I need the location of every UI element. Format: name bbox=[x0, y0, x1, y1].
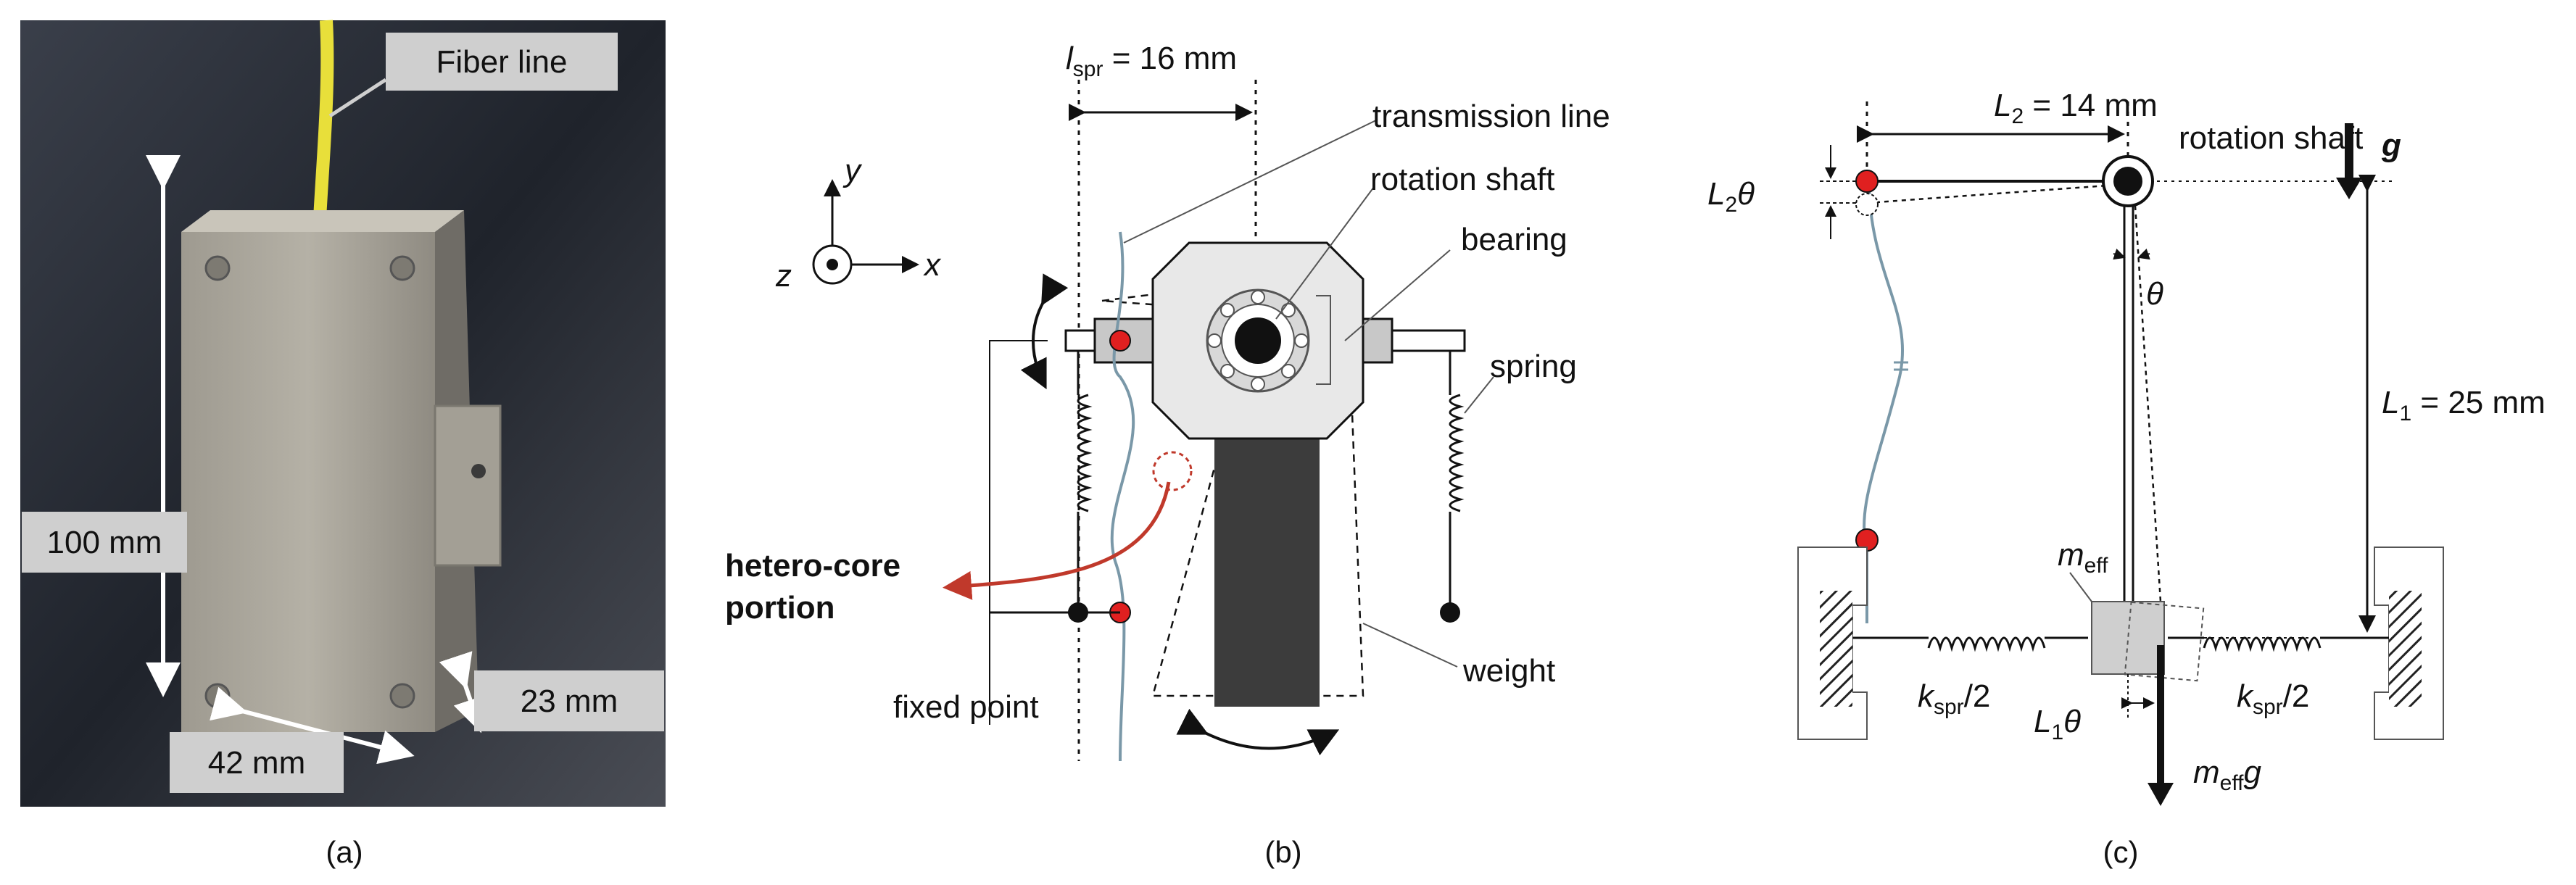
spring-label: spring bbox=[1490, 349, 1577, 384]
fiber-line bbox=[312, 20, 334, 233]
right-spring-icon-c bbox=[2203, 636, 2322, 652]
panel-a-photo: Fiber line 100 mm 23 mm 42 mm bbox=[20, 20, 666, 807]
transmission-line-leader bbox=[1123, 119, 1378, 244]
caption-a: (a) bbox=[326, 835, 363, 869]
hetero-core-label-1: hetero-core bbox=[725, 548, 900, 583]
height-label-box bbox=[22, 512, 187, 573]
weight-block bbox=[1214, 428, 1320, 707]
displaced-mass-outline bbox=[2124, 601, 2205, 682]
width-label-box bbox=[170, 732, 344, 793]
rotated-rod bbox=[2134, 205, 2162, 602]
bearing-bracket bbox=[1316, 295, 1331, 385]
gravity-label: g bbox=[2381, 128, 2401, 163]
kspr-left-label: kspr/2 bbox=[1918, 678, 1990, 719]
weight-rotation-arrow bbox=[1176, 708, 1340, 756]
meff-label: meff bbox=[2058, 537, 2108, 578]
right-arm-rod bbox=[1391, 329, 1466, 352]
right-spring-icon bbox=[1449, 394, 1465, 512]
left-spring-icon bbox=[1077, 394, 1093, 512]
fixed-point-label: fixed point bbox=[893, 689, 1039, 725]
rotation-shaft-label: rotation shaft bbox=[1370, 162, 1554, 197]
device-front bbox=[181, 232, 435, 732]
rotated-arm-line bbox=[1866, 183, 2118, 204]
right-wall-hatch bbox=[2389, 591, 2422, 707]
fiber-line-label-box bbox=[386, 33, 618, 91]
fiber-line-label: Fiber line bbox=[436, 44, 568, 80]
displaced-marker bbox=[1855, 193, 1879, 216]
axis-y-label: y bbox=[842, 153, 863, 188]
right-arm-block bbox=[1362, 317, 1393, 364]
bearing-leader bbox=[1344, 249, 1451, 341]
height-label: 100 mm bbox=[47, 525, 162, 560]
rotation-shaft-icon bbox=[2113, 167, 2142, 196]
left-arm-rod bbox=[1064, 329, 1096, 352]
gravity-arrow-icon bbox=[2336, 178, 2362, 199]
meffg-label: meffg bbox=[2193, 755, 2261, 795]
depth-label: 23 mm bbox=[521, 684, 618, 719]
l2theta-label: L2θ bbox=[1707, 176, 1755, 217]
rotation-shaft-icon bbox=[1235, 317, 1281, 364]
transmission-line bbox=[1110, 231, 1135, 762]
caption-b: (b) bbox=[1264, 835, 1301, 869]
depth-label-box bbox=[474, 670, 664, 731]
axis-x-label: x bbox=[923, 247, 942, 283]
panel-b-diagram: lspr = 16 mm y x z bbox=[725, 41, 1610, 762]
panel-c-diagram: L2 = 14 mm rotation shaft g L2θ θ L1 = 2… bbox=[1707, 88, 2546, 806]
effective-mass-block bbox=[2091, 601, 2165, 675]
bearing-label: bearing bbox=[1461, 222, 1567, 257]
screw-icon bbox=[389, 683, 415, 709]
spring-leader bbox=[1464, 376, 1494, 414]
kspr-right-label: kspr/2 bbox=[2237, 678, 2309, 719]
left-spring-icon-c bbox=[1927, 636, 2046, 652]
z-axis-dot bbox=[827, 259, 838, 270]
screw-icon bbox=[389, 255, 415, 281]
caption-c: (c) bbox=[2103, 835, 2139, 869]
red-marker-arm bbox=[1855, 170, 1879, 193]
transmission-line-label: transmission line bbox=[1372, 99, 1610, 134]
hetero-core-arrow bbox=[943, 481, 1171, 600]
theta-arrow-right bbox=[2137, 248, 2150, 260]
hetero-core-label-2: portion bbox=[725, 590, 835, 626]
theta-arrow-left bbox=[2113, 248, 2126, 260]
fiber-line-leader bbox=[328, 78, 387, 118]
weight-leader bbox=[1362, 623, 1458, 668]
l1-label: L1 = 25 mm bbox=[2382, 385, 2546, 425]
bearing-balls bbox=[1207, 290, 1309, 391]
lspr-label: lspr = 16 mm bbox=[1066, 41, 1237, 81]
l2-label: L2 = 14 mm bbox=[1994, 88, 2158, 128]
width-label: 42 mm bbox=[208, 745, 305, 781]
left-wall-hatch bbox=[1820, 591, 1852, 707]
hetero-core-highlight bbox=[1152, 451, 1193, 491]
device-bracket bbox=[434, 404, 502, 567]
transmission-line-c bbox=[1863, 184, 1904, 623]
screw-icon bbox=[204, 255, 231, 281]
rotation-shaft-leader bbox=[1275, 186, 1375, 320]
axis-z-label: z bbox=[775, 258, 792, 294]
device-top bbox=[181, 210, 464, 232]
weight-label: weight bbox=[1462, 653, 1555, 689]
bracket-hole bbox=[471, 464, 486, 478]
l1theta-label: L1θ bbox=[2034, 704, 2081, 744]
screw-icon bbox=[204, 683, 231, 709]
fixed-point-leader bbox=[989, 340, 1048, 725]
theta-label: θ bbox=[2146, 276, 2163, 312]
rotation-shaft-label-c: rotation shaft bbox=[2179, 120, 2363, 156]
red-marker-top bbox=[1109, 330, 1131, 352]
meffg-arrow-icon bbox=[2148, 783, 2174, 806]
right-fixed-dot bbox=[1440, 602, 1460, 623]
arm-rotation-arrow bbox=[1020, 273, 1069, 390]
meff-leader bbox=[2069, 572, 2092, 602]
